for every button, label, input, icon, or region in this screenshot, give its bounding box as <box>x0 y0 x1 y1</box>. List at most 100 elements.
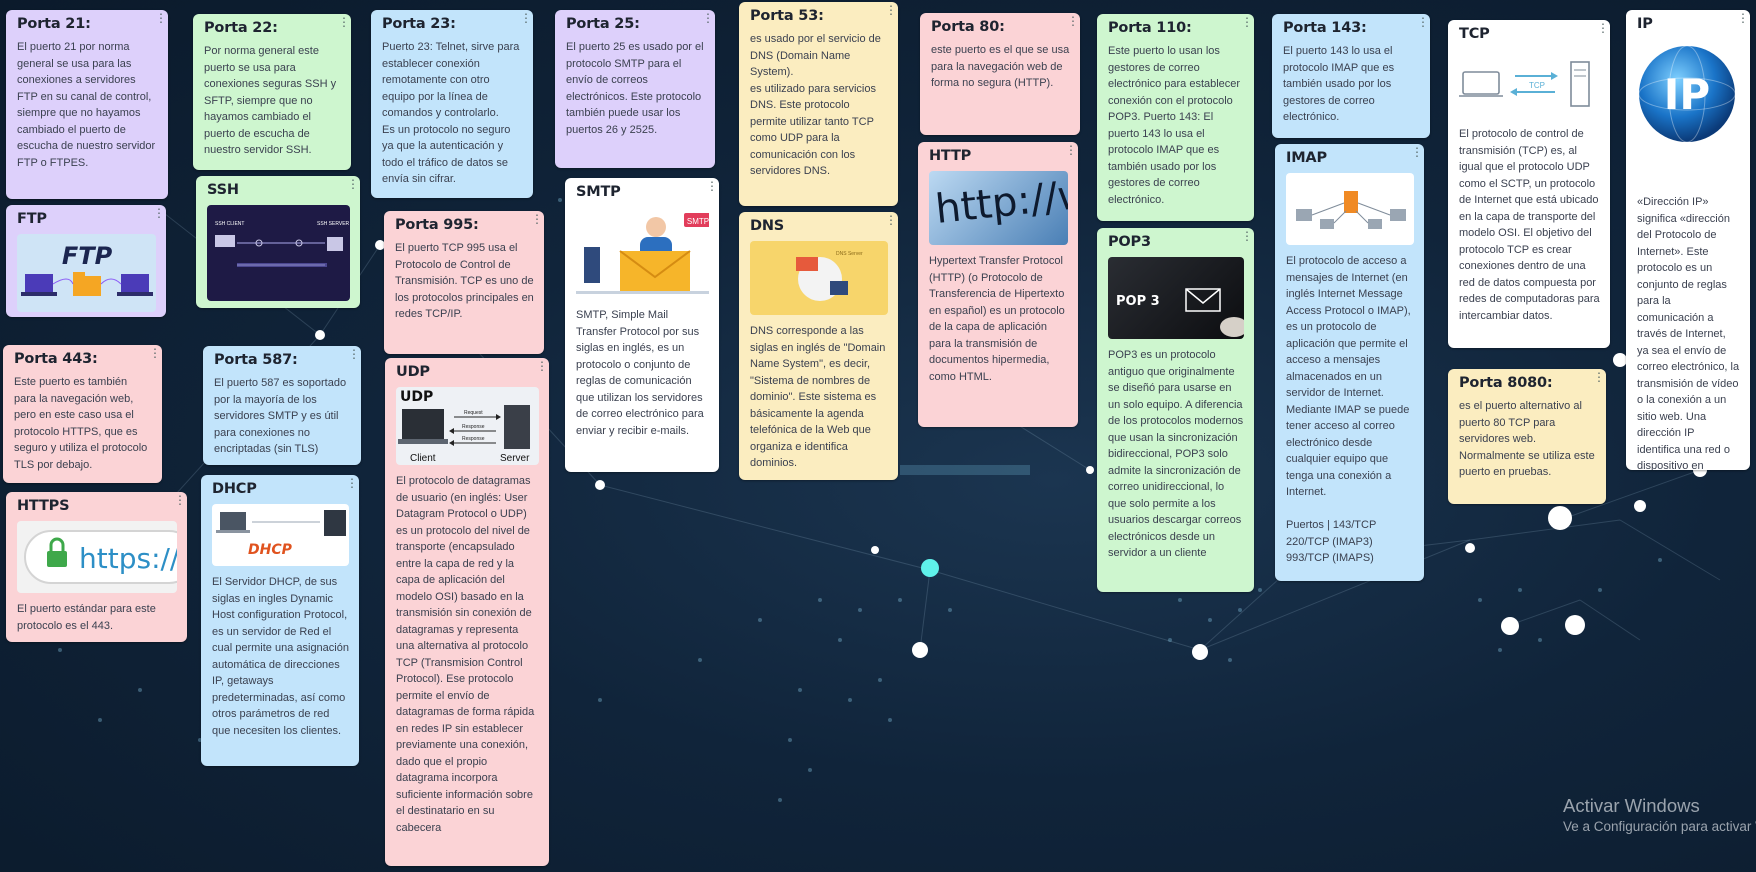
card-title: Porta 995: <box>395 217 479 233</box>
smtp-label: SMTP <box>687 217 709 226</box>
card-http[interactable]: HTTP http://ww Hypertext Transfer Protoc… <box>918 142 1078 427</box>
more-options-icon[interactable]: ⋮ <box>1241 229 1253 243</box>
card-title: HTTP <box>929 148 972 164</box>
more-options-icon[interactable]: ⋮ <box>149 346 161 360</box>
card-porta-80[interactable]: Porta 80: este puerto es el que se usa p… <box>920 13 1080 135</box>
udp-client-label: Client <box>410 453 436 464</box>
more-options-icon[interactable]: ⋮ <box>702 11 714 25</box>
card-porta-143[interactable]: Porta 143: El puerto 143 lo usa el proto… <box>1272 14 1430 138</box>
activate-windows-title: Activar Windows <box>1563 795 1700 816</box>
card-porta-587[interactable]: Porta 587: El puerto 587 es soportado po… <box>203 346 361 465</box>
card-dns[interactable]: DNS DNS Server DNS corresponde a las sig… <box>739 212 898 480</box>
more-options-icon[interactable]: ⋮ <box>706 179 718 193</box>
card-pop3[interactable]: POP3 POP 3 POP3 es un protocolo antiguo … <box>1097 228 1254 592</box>
card-https[interactable]: HTTPS https:// El puerto estándar para e… <box>6 492 187 642</box>
card-porta-995[interactable]: Porta 995: El puerto TCP 995 usa el Prot… <box>384 211 544 354</box>
more-options-icon[interactable]: ⋮ <box>338 15 350 29</box>
more-options-icon[interactable]: ⋮ <box>1411 145 1423 159</box>
card-body: Este puerto es también para la navegació… <box>14 376 148 471</box>
card-porta-23[interactable]: Porta 23: Puerto 23: Telnet, sirve para … <box>371 10 533 198</box>
card-ip[interactable]: IP IP «Dirección IP» significa «direcció… <box>1626 10 1750 470</box>
dns-label: DNS Server <box>836 251 863 257</box>
card-porta-8080[interactable]: Porta 8080: es el puerto alternativo al … <box>1448 369 1606 504</box>
udp-label: UDP <box>400 389 433 405</box>
card-porta-22[interactable]: Porta 22: Por norma general este puerto … <box>193 14 351 170</box>
card-body: El puerto estándar para este protocolo e… <box>17 603 156 632</box>
card-title: Porta 25: <box>566 16 640 32</box>
card-body: El puerto 25 es usado por el protocolo S… <box>566 41 704 136</box>
more-options-icon[interactable]: ⋮ <box>348 347 360 361</box>
more-options-icon[interactable]: ⋮ <box>1737 11 1749 25</box>
card-body: El protocolo de datagramas de usuario (e… <box>396 475 535 834</box>
card-porta-21[interactable]: Porta 21: El puerto 21 por norma general… <box>6 10 168 199</box>
card-body: El puerto 587 es soportado por la mayorí… <box>214 377 347 455</box>
smtp-image: SMTP <box>576 207 709 299</box>
card-body: Hypertext Transfer Protocol (HTTP) (o Pr… <box>929 255 1065 383</box>
card-title: SSH <box>207 182 239 198</box>
http-label: http://ww <box>933 171 1068 233</box>
more-options-icon[interactable]: ⋮ <box>1241 15 1253 29</box>
udp-request-label: Request <box>464 410 483 416</box>
card-smtp[interactable]: SMTP SMTP SMTP, Simple Mail Transfer Pro… <box>565 178 719 472</box>
ssh-client-label: SSH CLIENT <box>215 221 244 227</box>
card-title: HTTPS <box>17 498 70 514</box>
more-options-icon[interactable]: ⋮ <box>520 11 532 25</box>
card-title: SMTP <box>576 184 621 200</box>
activate-windows-subtitle: Ve a Configuración para activar Windows. <box>1563 819 1756 834</box>
https-label: https:// <box>79 542 177 575</box>
udp-server-label: Server <box>500 453 530 464</box>
https-image: https:// <box>17 521 177 593</box>
more-options-icon[interactable]: ⋮ <box>1593 370 1605 384</box>
more-options-icon[interactable]: ⋮ <box>1067 14 1079 28</box>
card-title: Porta 53: <box>750 8 824 24</box>
card-body: SMTP, Simple Mail Transfer Protocol por … <box>576 309 704 437</box>
card-title: TCP <box>1459 26 1490 42</box>
card-porta-25[interactable]: Porta 25: El puerto 25 es usado por el p… <box>555 10 715 168</box>
more-options-icon[interactable]: ⋮ <box>1417 15 1429 29</box>
card-ftp[interactable]: FTP FTP ⋮ <box>6 205 166 317</box>
card-body: El puerto 21 por norma general se usa pa… <box>17 41 156 169</box>
card-porta-110[interactable]: Porta 110: Este puerto lo usan los gesto… <box>1097 14 1254 221</box>
card-porta-443[interactable]: Porta 443: Este puerto es también para l… <box>3 345 162 483</box>
more-options-icon[interactable]: ⋮ <box>885 213 897 227</box>
more-options-icon[interactable]: ⋮ <box>885 3 897 17</box>
card-body: «Dirección IP» significa «dirección del … <box>1637 196 1740 470</box>
udp-response-label: Response <box>462 424 485 430</box>
card-title: Porta 587: <box>214 352 298 368</box>
more-options-icon[interactable]: ⋮ <box>155 11 167 25</box>
more-options-icon[interactable]: ⋮ <box>347 177 359 191</box>
ip-globe-image: IP <box>1637 39 1740 154</box>
more-options-icon[interactable]: ⋮ <box>174 493 186 507</box>
card-porta-53[interactable]: Porta 53: es usado por el servicio de DN… <box>739 2 898 206</box>
card-ssh[interactable]: SSH SSH CLIENT SSH SERVER ⋮ <box>196 176 360 308</box>
card-udp[interactable]: UDP UDP Request Response Response Client… <box>385 358 549 866</box>
card-imap[interactable]: IMAP El protocolo de acceso a mensajes d… <box>1275 144 1424 581</box>
card-title: IP <box>1637 16 1653 32</box>
card-title: Porta 80: <box>931 19 1005 35</box>
card-title: POP3 <box>1108 234 1151 250</box>
card-body: El Servidor DHCP, de sus siglas en ingle… <box>212 576 349 737</box>
card-body: El protocolo de acceso a mensajes de Int… <box>1286 255 1411 564</box>
more-options-icon[interactable]: ⋮ <box>346 476 358 490</box>
card-title: Porta 21: <box>17 16 91 32</box>
card-body: Este puerto lo usan los gestores de corr… <box>1108 45 1241 206</box>
more-options-icon[interactable]: ⋮ <box>531 212 543 226</box>
card-tcp[interactable]: TCP TCP El protocolo de control de trans… <box>1448 20 1610 348</box>
card-body: es el puerto alternativo al puerto 80 TC… <box>1459 400 1595 478</box>
tcp-diagram-image: TCP <box>1459 58 1600 110</box>
ssh-server-label: SSH SERVER <box>317 221 350 227</box>
card-body: es usado por el servicio de DNS (Domain … <box>750 33 881 177</box>
more-options-icon[interactable]: ⋮ <box>1597 21 1609 35</box>
card-title: UDP <box>396 364 430 380</box>
more-options-icon[interactable]: ⋮ <box>1065 143 1077 157</box>
dns-image: DNS Server <box>750 241 888 315</box>
card-dhcp[interactable]: DHCP DHCP El Servidor DHCP, de sus sigla… <box>201 475 359 766</box>
card-title: Porta 8080: <box>1459 375 1553 391</box>
imap-image <box>1286 173 1414 245</box>
card-body: El puerto TCP 995 usa el Protocolo de Co… <box>395 242 534 320</box>
more-options-icon[interactable]: ⋮ <box>536 359 548 373</box>
card-body: este puerto es el que se usa para la nav… <box>931 44 1070 89</box>
ftp-image: FTP <box>17 234 156 312</box>
more-options-icon[interactable]: ⋮ <box>153 206 165 220</box>
